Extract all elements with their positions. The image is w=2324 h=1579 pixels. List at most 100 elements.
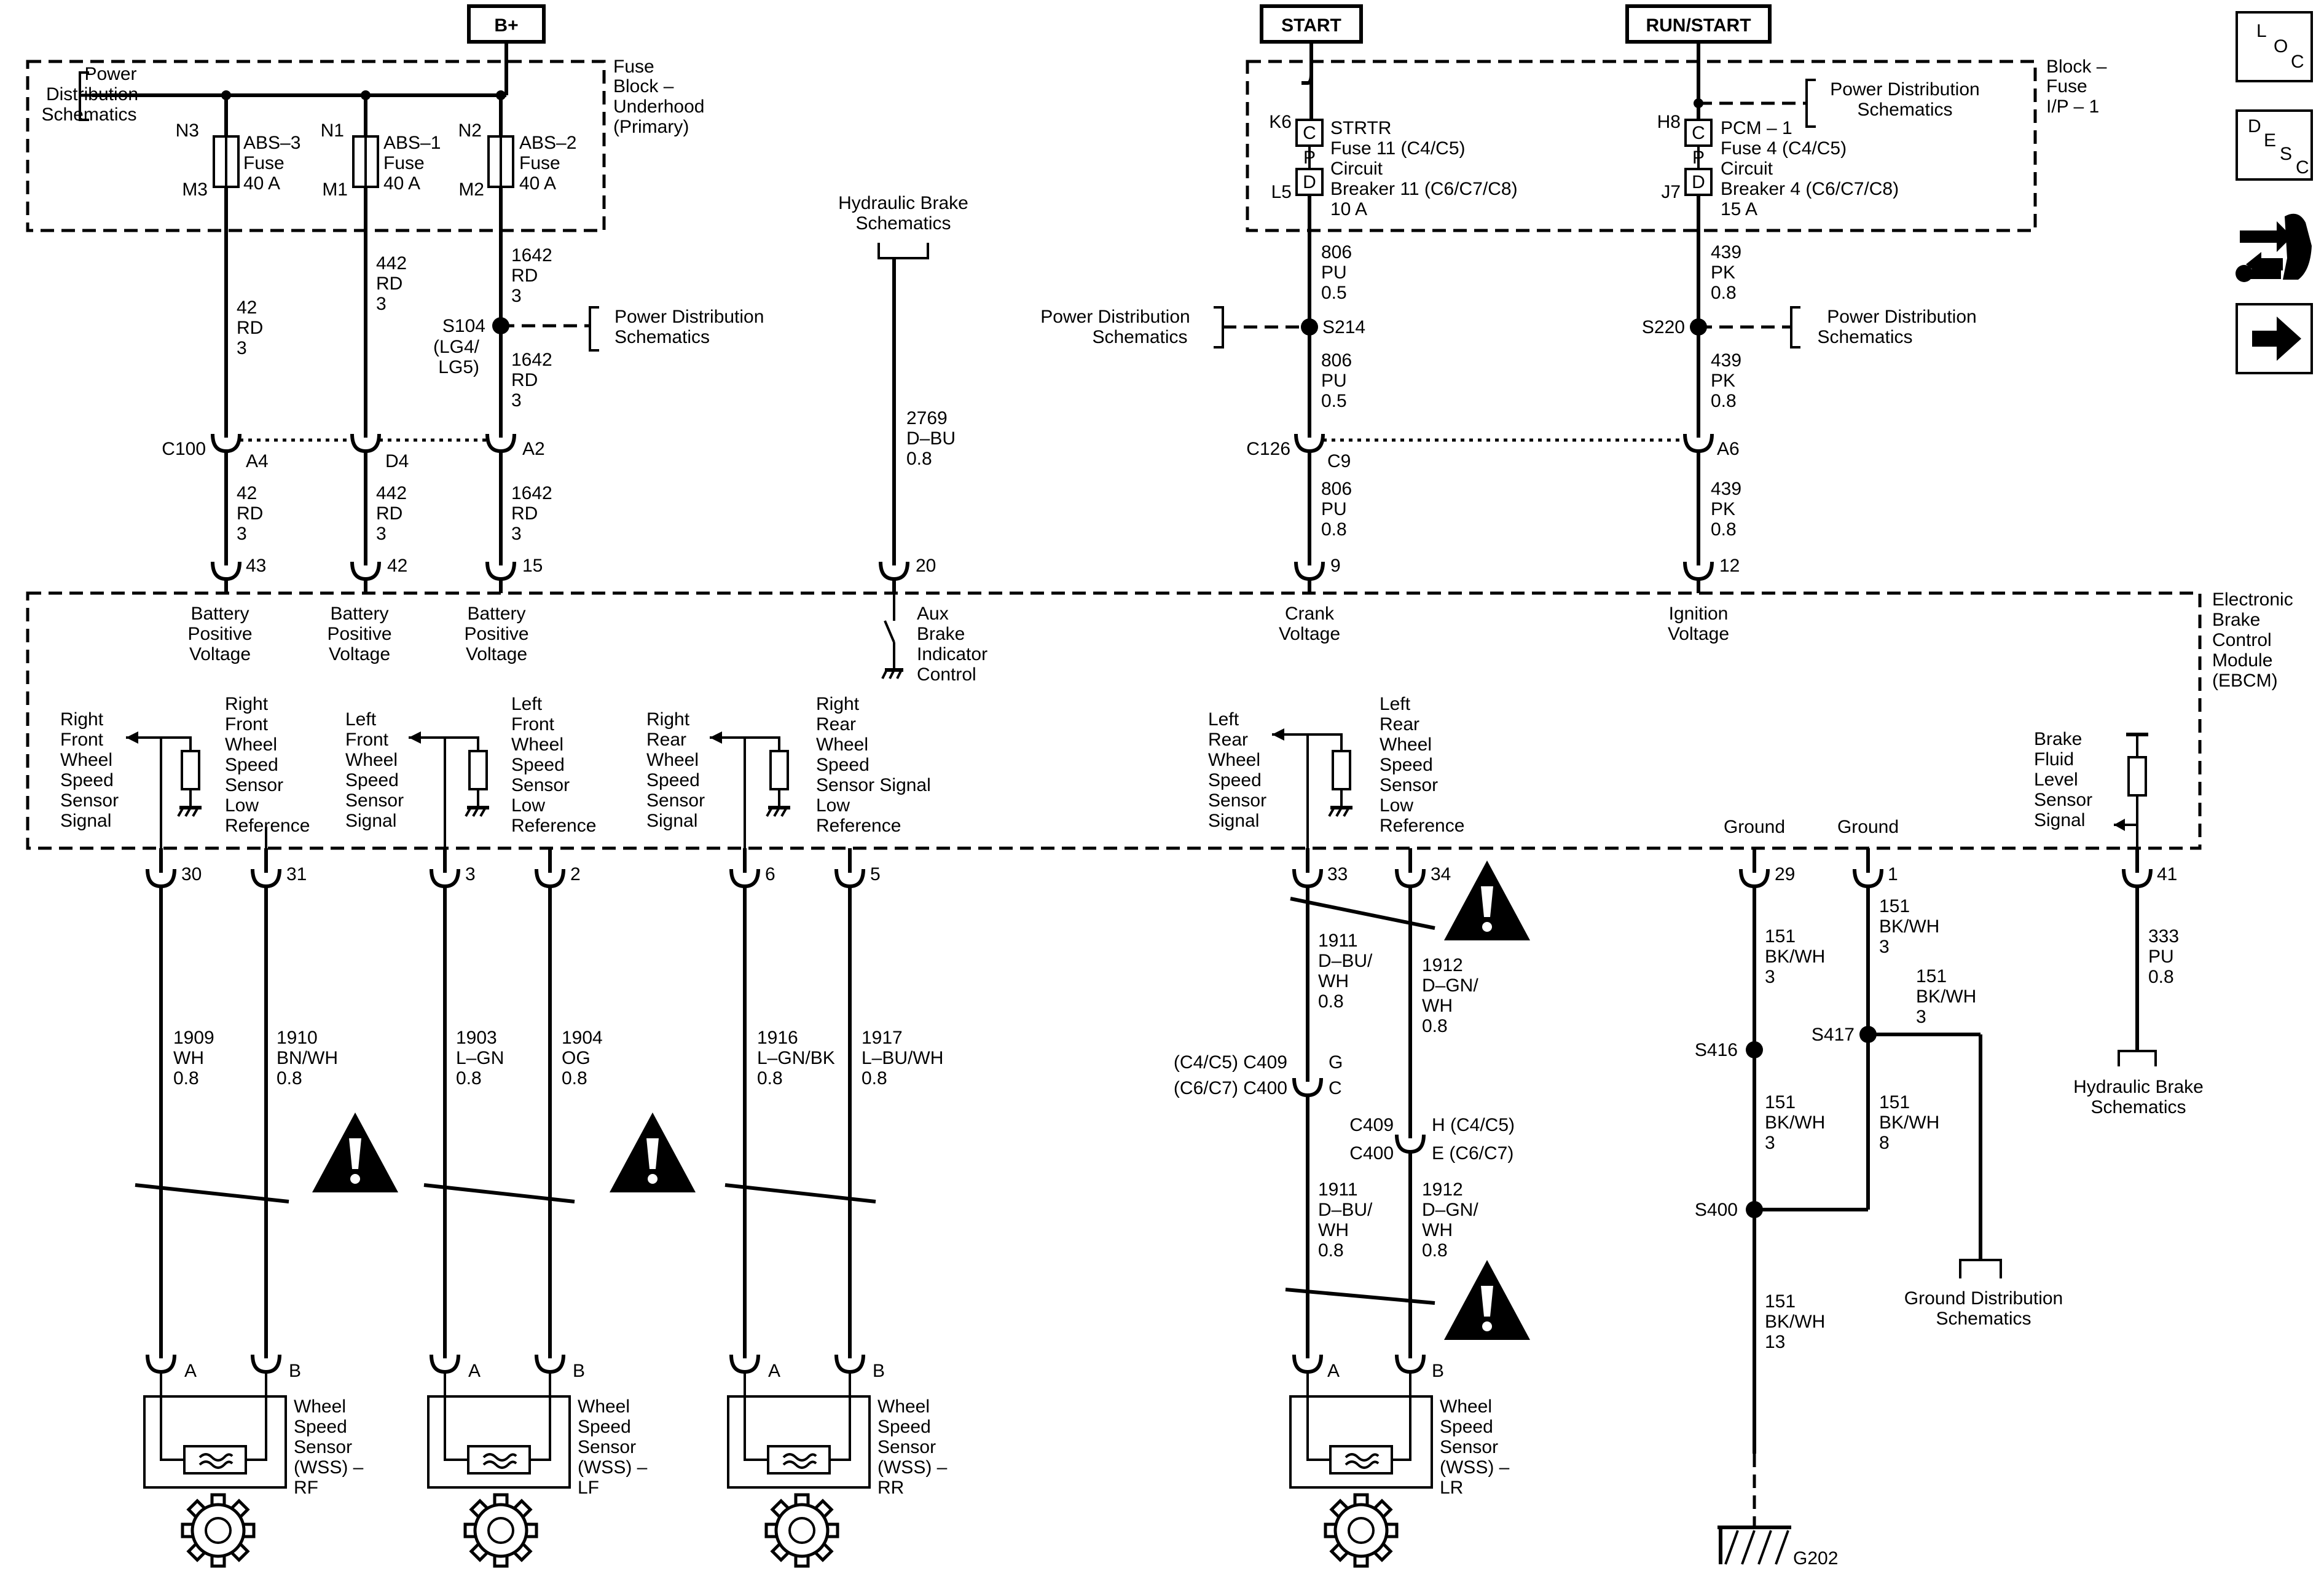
ip-block-title1: Block – [2046,57,2107,77]
lr-low-6: Low [1380,795,1413,816]
w1911b-2: D–BU/ [1318,1200,1373,1220]
rr-sig-4: Speed [646,770,700,790]
rr-sig-2: Rear [646,730,686,750]
rr-pin-b: B [873,1361,885,1381]
pin-12: 12 [1719,556,1740,576]
w806a-2: PU [1321,262,1347,283]
lr-sig-1: Left [1208,709,1239,730]
rr-low-2: Rear [816,714,856,734]
rr-low-6: Low [816,795,850,816]
wss-rf-2: Speed [294,1417,347,1437]
w1910-3: 0.8 [277,1068,302,1089]
w1911a-4: 0.8 [1318,991,1344,1012]
rr-low-7: Reference [816,816,901,836]
bat3-l2: Positive [464,624,528,644]
pin-34: 34 [1431,864,1451,884]
w42b-1: 42 [237,483,257,503]
bat2-l1: Battery [330,604,388,624]
wss-rf-4: (WSS) – [294,1457,364,1478]
lr-pin-b: B [1432,1361,1444,1381]
w1911b-1: 1911 [1318,1179,1358,1200]
pin-41: 41 [2157,864,2177,884]
wss-lf-5: LF [578,1478,599,1498]
rf-sig-2: Front [60,730,104,750]
bfl-3: Level [2034,770,2078,790]
pin-42: 42 [387,556,407,576]
lr-low-5: Sensor [1380,775,1438,795]
wss-lf-circuit: 1903 L–GN 0.8 1904 OG 0.8 A B Wheel Spee… [423,886,696,1566]
w1912a-4: 0.8 [1422,1016,1448,1036]
wss-rr-2: Speed [877,1417,931,1437]
start-fuse-bottom-pin: L5 [1271,182,1292,202]
s416-label: S416 [1695,1040,1738,1060]
ign-l1: Ignition [1669,604,1729,624]
rf-sig-6: Signal [60,811,111,831]
wss-rr-4: (WSS) – [877,1457,948,1478]
fuse1-type: Fuse [243,153,285,173]
battery-feed-wires: 42 RD 3 442 RD 3 1642 RD 3 Power Distrib… [224,187,764,430]
fuse-block-title1: Fuse [613,57,654,77]
s104-ref1: Power Distribution [614,307,764,327]
run-start-label: RUN/START [1646,15,1751,36]
wss-lf-1: Wheel [578,1396,630,1417]
run-fuse-name4: Breaker 4 (C6/C7/C8) [1721,179,1899,199]
rf-sig-1: Right [60,709,104,730]
start-source: START [1260,4,1363,44]
w806a-1: 806 [1321,242,1352,262]
w439c-1: 439 [1711,479,1741,499]
w1916-2: L–GN/BK [757,1048,835,1068]
pin-29: 29 [1775,864,1795,884]
lr-low-3: Wheel [1380,734,1432,755]
gear-icon [183,1495,254,1566]
bfl-4: Sensor [2034,790,2092,810]
ground-dist-1: Ground Distribution [1904,1288,2063,1309]
connector-c126: C126 C9 A6 806 PU 0.8 439 PK 0.8 [1246,413,1741,556]
desc-s: S [2280,144,2292,164]
start-fuse-name3: Circuit [1330,159,1383,179]
warning-icon [312,1112,398,1192]
desc-button[interactable]: D E S C [2236,109,2313,181]
w806c-3: 0.8 [1321,519,1347,540]
wss-lr-circuit: 1911 D–BU/ WH 0.8 1912 D–GN/ WH 0.8 (C4/… [1174,860,1530,1566]
rf-pin-b: B [289,1361,301,1381]
fuse-block-ip: Block – Fuse I/P – 1 C P D K6 L5 STRTR F… [1246,42,2107,232]
bat2-l3: Voltage [329,644,390,664]
lr-sig-5: Sensor [1208,790,1266,811]
next-arrow-button[interactable] [2236,303,2313,374]
connector-tool-icon[interactable] [2236,213,2312,282]
c100-pin-d4: D4 [385,451,409,471]
w439a-3: 0.8 [1711,283,1737,303]
pin-1: 1 [1888,864,1898,884]
start-fuse-letter-p: P [1303,148,1316,168]
c409-right-2: C400 [1349,1143,1394,1164]
fuse-block-title2: Block – [613,76,674,96]
fuse3-name: ABS–2 [519,133,576,153]
ip-block-title3: I/P – 1 [2046,96,2099,117]
loc-c: C [2291,52,2304,72]
w1909-2: WH [173,1048,204,1068]
fuse2-top-pin: N1 [321,120,344,141]
ebcm-title2: Brake [2212,610,2260,630]
rf-sig-3: Wheel [60,750,112,770]
run-fuse-name2: Fuse 4 (C4/C5) [1721,138,1847,159]
w2769-1: 2769 [906,408,948,428]
w1642b-1: 1642 [511,350,552,370]
loc-button[interactable]: L O C [2236,11,2313,82]
s104-ref2: Schematics [614,327,710,347]
w151c-1: 151 [1916,966,1947,986]
wss-lr-1: Wheel [1440,1396,1492,1417]
hyd-bot-1: Hydraulic Brake [2073,1077,2204,1097]
rr-low-4: Speed [816,755,870,775]
w1903-1: 1903 [456,1028,497,1048]
wss-lf-2: Speed [578,1417,631,1437]
bfl-5: Signal [2034,810,2085,830]
ground1-label: Ground [1724,817,1785,837]
lf-low-6: Low [511,795,545,816]
w1642a-2: RD [511,266,538,286]
w442b-3: 3 [376,524,387,544]
rf-sig-5: Sensor [60,790,119,811]
w333-1: 333 [2148,926,2179,947]
w42b-2: RD [237,503,263,524]
w1911b-3: WH [1318,1220,1349,1240]
connector-c100: C100 A4 D4 A2 42 RD 3 442 RD 3 1642 RD 3 [162,413,552,556]
